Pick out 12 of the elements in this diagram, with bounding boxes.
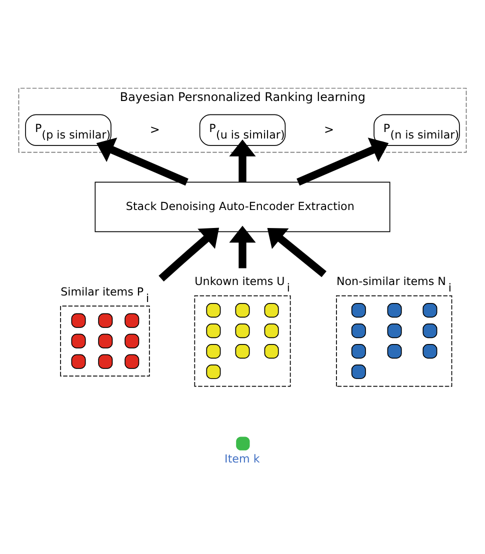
node-label: Item k <box>224 452 260 466</box>
node-circle <box>236 436 250 450</box>
arrow <box>158 228 220 282</box>
arrow <box>229 226 256 268</box>
node-box <box>60 306 150 376</box>
label: > <box>324 122 334 136</box>
arrow <box>229 139 256 182</box>
node-box: Stack Denoising Auto-Encoder Extraction <box>94 182 390 232</box>
node-box <box>194 295 291 387</box>
node-box <box>336 295 452 387</box>
label: > <box>150 122 160 136</box>
arrow <box>267 228 326 278</box>
